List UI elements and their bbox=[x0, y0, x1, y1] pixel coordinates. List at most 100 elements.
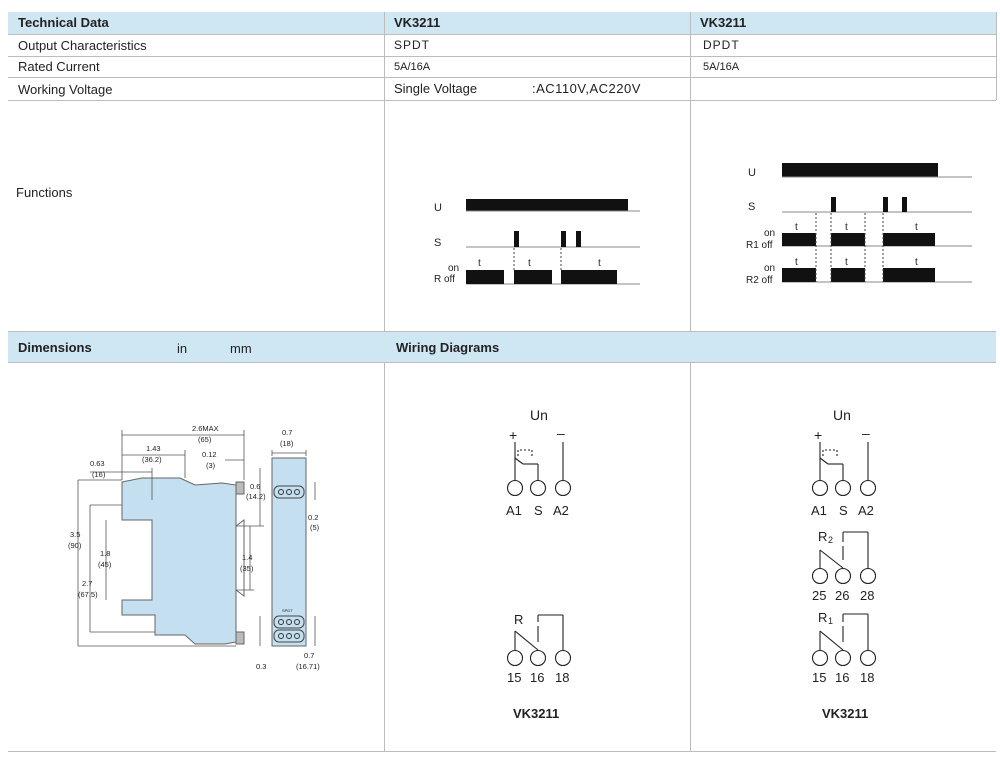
dim-w012: 0.12 bbox=[202, 450, 217, 459]
relay-r1-subscript: 1 bbox=[828, 616, 833, 626]
r-state-bar bbox=[466, 270, 504, 284]
un-label: Un bbox=[530, 407, 548, 423]
dim-side-w07: 0.7 bbox=[282, 428, 292, 437]
timing-s-label: S bbox=[748, 201, 755, 213]
row-divider bbox=[8, 56, 996, 57]
terminal-s-label: S bbox=[534, 503, 543, 518]
dim-w063: 0.63 bbox=[90, 459, 105, 468]
dimension-drawing: SPDT 2.6MAX (65) 1.43 (36.2) 0.63 (16) 0… bbox=[68, 424, 320, 671]
terminal-15-label: 15 bbox=[812, 670, 826, 685]
wiring-diagram-dpdt: Un + – A1 S A2 R 2 25 26 28 R 1 bbox=[811, 407, 877, 721]
relay-r1-label: R bbox=[818, 610, 827, 625]
terminal-a1-label: A1 bbox=[811, 503, 827, 518]
t-label: t bbox=[845, 257, 848, 268]
terminal-15 bbox=[506, 649, 524, 667]
working-voltage-label: Working Voltage bbox=[18, 82, 113, 97]
t-label: t bbox=[915, 257, 918, 268]
col-divider bbox=[690, 12, 691, 100]
rated-current-spdt-value: 5A/16A bbox=[394, 61, 431, 73]
terminal-16-label: 16 bbox=[835, 670, 849, 685]
dim-w012-mm: (3) bbox=[206, 461, 216, 470]
r2-state-bar bbox=[883, 268, 935, 282]
terminal-a2-label: A2 bbox=[858, 503, 874, 518]
din-clip-bottom bbox=[235, 631, 245, 645]
r1-state-bar bbox=[883, 233, 935, 246]
terminal-s bbox=[529, 479, 547, 497]
terminal-16-label: 16 bbox=[530, 670, 544, 685]
relay-r-label: R bbox=[514, 612, 523, 627]
row-divider bbox=[8, 362, 996, 363]
dimensions-unit-mm: mm bbox=[230, 341, 252, 356]
terminal-16 bbox=[529, 649, 547, 667]
s-pulse bbox=[561, 231, 566, 247]
col-divider bbox=[690, 100, 691, 752]
terminal-25 bbox=[811, 567, 829, 585]
un-label: Un bbox=[833, 407, 851, 423]
terminal-18-label: 18 bbox=[860, 670, 874, 685]
t-label: t bbox=[915, 222, 918, 233]
terminal-16 bbox=[834, 649, 852, 667]
u-signal-bar bbox=[466, 199, 628, 211]
s-pulse bbox=[831, 197, 836, 212]
plus-label: + bbox=[509, 427, 517, 443]
dim-h27-mm: (67.5) bbox=[78, 590, 98, 599]
dimensions-unit-in: in bbox=[177, 341, 188, 356]
terminal-15 bbox=[811, 649, 829, 667]
t-label: t bbox=[795, 257, 798, 268]
t-label: t bbox=[795, 222, 798, 233]
functions-label: Functions bbox=[16, 185, 73, 200]
working-voltage-value: :AC110V,AC220V bbox=[532, 81, 641, 96]
output-spdt-value: SPDT bbox=[394, 38, 431, 52]
timing-on-label: on bbox=[764, 228, 775, 239]
u-signal-bar bbox=[782, 163, 938, 177]
r-state-bar bbox=[514, 270, 552, 284]
relay-front-body bbox=[121, 477, 237, 645]
wiring-model-label: VK3211 bbox=[513, 706, 559, 721]
timing-on-label: on bbox=[764, 263, 775, 274]
dim-s06: 0.6 bbox=[250, 482, 260, 491]
dim-h27: 2.7 bbox=[82, 579, 92, 588]
rated-current-dpdt-value: 5A/16A bbox=[703, 61, 740, 73]
r-state-bar bbox=[561, 270, 617, 284]
dim-h35-mm: (90) bbox=[68, 541, 82, 550]
dimensions-title: Dimensions bbox=[18, 340, 92, 355]
dim-s14: 1.4 bbox=[242, 553, 252, 562]
minus-label: – bbox=[862, 425, 870, 441]
minus-label: – bbox=[557, 425, 565, 441]
timing-s-label: S bbox=[434, 237, 441, 249]
plus-label: + bbox=[814, 427, 822, 443]
s-pulse bbox=[576, 231, 581, 247]
din-clip-top bbox=[235, 481, 245, 495]
dim-h35: 3.5 bbox=[70, 530, 80, 539]
r2-state-bar bbox=[831, 268, 865, 282]
row-divider bbox=[8, 77, 996, 78]
dim-side-07b: 0.7 bbox=[304, 651, 314, 660]
wiring-diagrams-title: Wiring Diagrams bbox=[396, 340, 500, 355]
timing-r1-off-label: R1 off bbox=[746, 240, 773, 251]
model-spdt-header: VK3211 bbox=[394, 15, 441, 30]
r2-state-bar bbox=[782, 268, 816, 282]
wiring-model-label: VK3211 bbox=[822, 706, 868, 721]
timing-r-off-label: R off bbox=[434, 274, 455, 285]
rated-current-label: Rated Current bbox=[18, 59, 100, 74]
timing-diagram-dpdt: U S on R1 off t t t on R2 off t t t bbox=[746, 163, 972, 286]
relay-r2-subscript: 2 bbox=[828, 535, 833, 545]
dim-w143: 1.43 bbox=[146, 444, 161, 453]
row-divider bbox=[8, 331, 996, 332]
dim-side-02: 0.2 bbox=[308, 513, 318, 522]
s-pulse bbox=[883, 197, 888, 212]
dim-h18-mm: (45) bbox=[98, 560, 112, 569]
timing-on-label: on bbox=[448, 263, 459, 274]
relay-r2-label: R bbox=[818, 529, 827, 544]
output-characteristics-label: Output Characteristics bbox=[18, 38, 147, 53]
dim-w063-mm: (16) bbox=[92, 470, 106, 479]
model-dpdt-header: VK3211 bbox=[700, 15, 747, 30]
dim-side-02-mm: (5) bbox=[310, 523, 320, 532]
terminal-28-label: 28 bbox=[860, 588, 874, 603]
terminal-a2 bbox=[554, 479, 572, 497]
bottom-border bbox=[8, 751, 996, 752]
terminal-25-label: 25 bbox=[812, 588, 826, 603]
terminal-18 bbox=[859, 649, 877, 667]
working-voltage-type: Single Voltage bbox=[394, 81, 478, 96]
terminal-a2 bbox=[859, 479, 877, 497]
